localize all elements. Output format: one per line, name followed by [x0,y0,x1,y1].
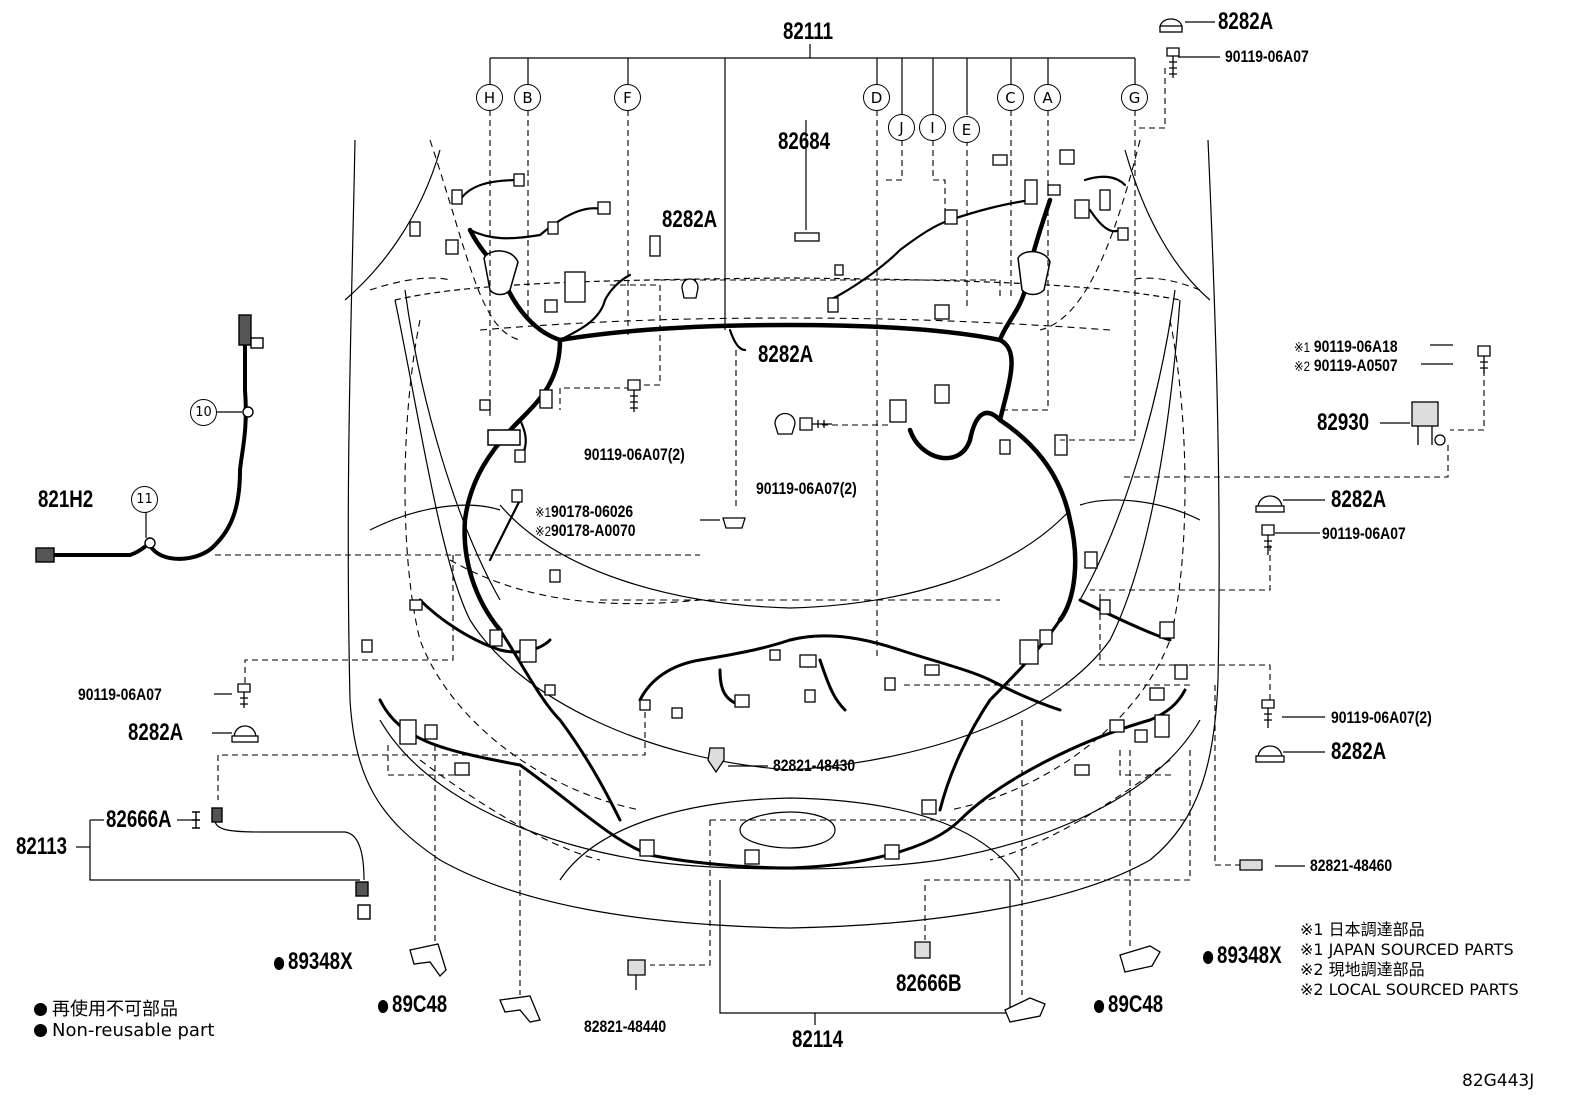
callout-d: D [863,84,890,111]
sensor-harness-82113 [192,807,371,920]
callout-g: G [1121,84,1148,111]
part-90119-left: 90119-06A07 [78,685,162,704]
dashed-leaders [215,68,1485,995]
main-harness [462,197,1078,633]
part-90178-2-num: 90178-A0070 [551,521,636,540]
part-82666B: 82666B [896,970,962,997]
leader-lines [76,21,1453,1025]
part-82666A: 82666A [106,806,172,833]
legend-jp-text: 再使用不可部品 [52,999,178,1020]
part-90119-center1: 90119-06A07(2) [584,445,685,464]
callout-b: B [514,84,541,111]
callout-c: C [997,84,1024,111]
part-8282A-right2: 8282A [1331,738,1387,765]
part-90119-A18-num: 90119-06A18 [1313,337,1398,356]
callout-11: 11 [131,486,158,513]
part-89348X-right-num: 89348X [1217,942,1282,969]
sensor-parts-821H2 [35,314,264,563]
part-90119-A18: ※1 90119-06A18 [1294,338,1398,355]
part-89C48-right: 89C48 [1094,993,1163,1017]
legend-en: Non-reusable part [34,1020,214,1041]
grommets [483,250,1051,446]
part-8282A-center1: 8282A [662,206,718,233]
part-82113: 82113 [16,833,68,860]
part-82930: 82930 [1317,409,1370,436]
callout-j: J [888,114,915,141]
part-90178-1-num: 90178-06026 [551,502,634,521]
legend-jp: 再使用不可部品 [34,995,178,1021]
part-8282A-top: 8282A [1218,8,1274,35]
part-82821-48460: 82821-48460 [1310,856,1393,875]
part-90178-2: ※290178-A0070 [535,522,636,539]
note-japan-en: ※1 JAPAN SOURCED PARTS [1300,940,1514,959]
legend-dot [34,1024,47,1037]
part-82821-48440: 82821-48440 [584,1017,667,1036]
part-821H2: 821H2 [38,486,94,513]
connectors [361,149,1188,865]
legend-dot [34,1003,47,1016]
part-90119-top: 90119-06A07 [1225,47,1309,66]
part-89C48-left: 89C48 [378,993,447,1017]
part-90119-A0507-num: 90119-A0507 [1313,356,1398,375]
part-90178-1: ※190178-06026 [535,503,633,520]
marker-2: ※2 [535,523,552,539]
note-japan-jp: ※1 日本調達部品 [1300,920,1425,939]
callout-h: H [476,84,503,111]
part-89348X-left: 89348X [274,950,353,974]
vehicle-body-outline [344,139,1220,929]
fastener-icons [231,18,1491,1023]
part-82684: 82684 [778,128,831,155]
non-reusable-dot [274,957,285,970]
part-89C48-right-num: 89C48 [1108,991,1164,1018]
hidden-lines [369,139,1201,861]
part-8282A-left: 8282A [128,719,184,746]
part-8282A-right1: 8282A [1331,486,1387,513]
upper-branches [458,175,1127,562]
callout-a: A [1034,84,1061,111]
callout-f: F [614,84,641,111]
callout-e: E [953,116,980,143]
legend-en-text: Non-reusable part [52,1020,215,1041]
diagram-code: 82G443J [1462,1071,1535,1091]
part-89348X-left-num: 89348X [288,948,353,975]
part-82821-48430: 82821-48430 [773,756,856,775]
part-89348X-right: 89348X [1203,944,1282,968]
marker-1-r: ※1 [1294,339,1311,355]
bumper-harness [378,598,1187,870]
part-90119-center2: 90119-06A07(2) [756,479,857,498]
callout-10: 10 [190,399,217,426]
note-local-en: ※2 LOCAL SOURCED PARTS [1300,980,1519,999]
callout-i: I [919,114,946,141]
non-reusable-dot [1094,1000,1105,1013]
non-reusable-dot [378,1000,389,1013]
part-89C48-left-num: 89C48 [392,991,448,1018]
non-reusable-dot [1203,951,1214,964]
marker-1: ※1 [535,504,552,520]
part-90119-A0507: ※2 90119-A0507 [1294,357,1398,374]
part-90119-right1: 90119-06A07 [1322,524,1406,543]
part-82114: 82114 [792,1026,844,1053]
marker-2-r: ※2 [1294,358,1311,374]
note-local-jp: ※2 現地調達部品 [1300,960,1425,979]
part-90119-right2: 90119-06A07(2) [1331,708,1432,727]
part-8282A-center2: 8282A [758,341,814,368]
part-82111: 82111 [783,18,833,45]
